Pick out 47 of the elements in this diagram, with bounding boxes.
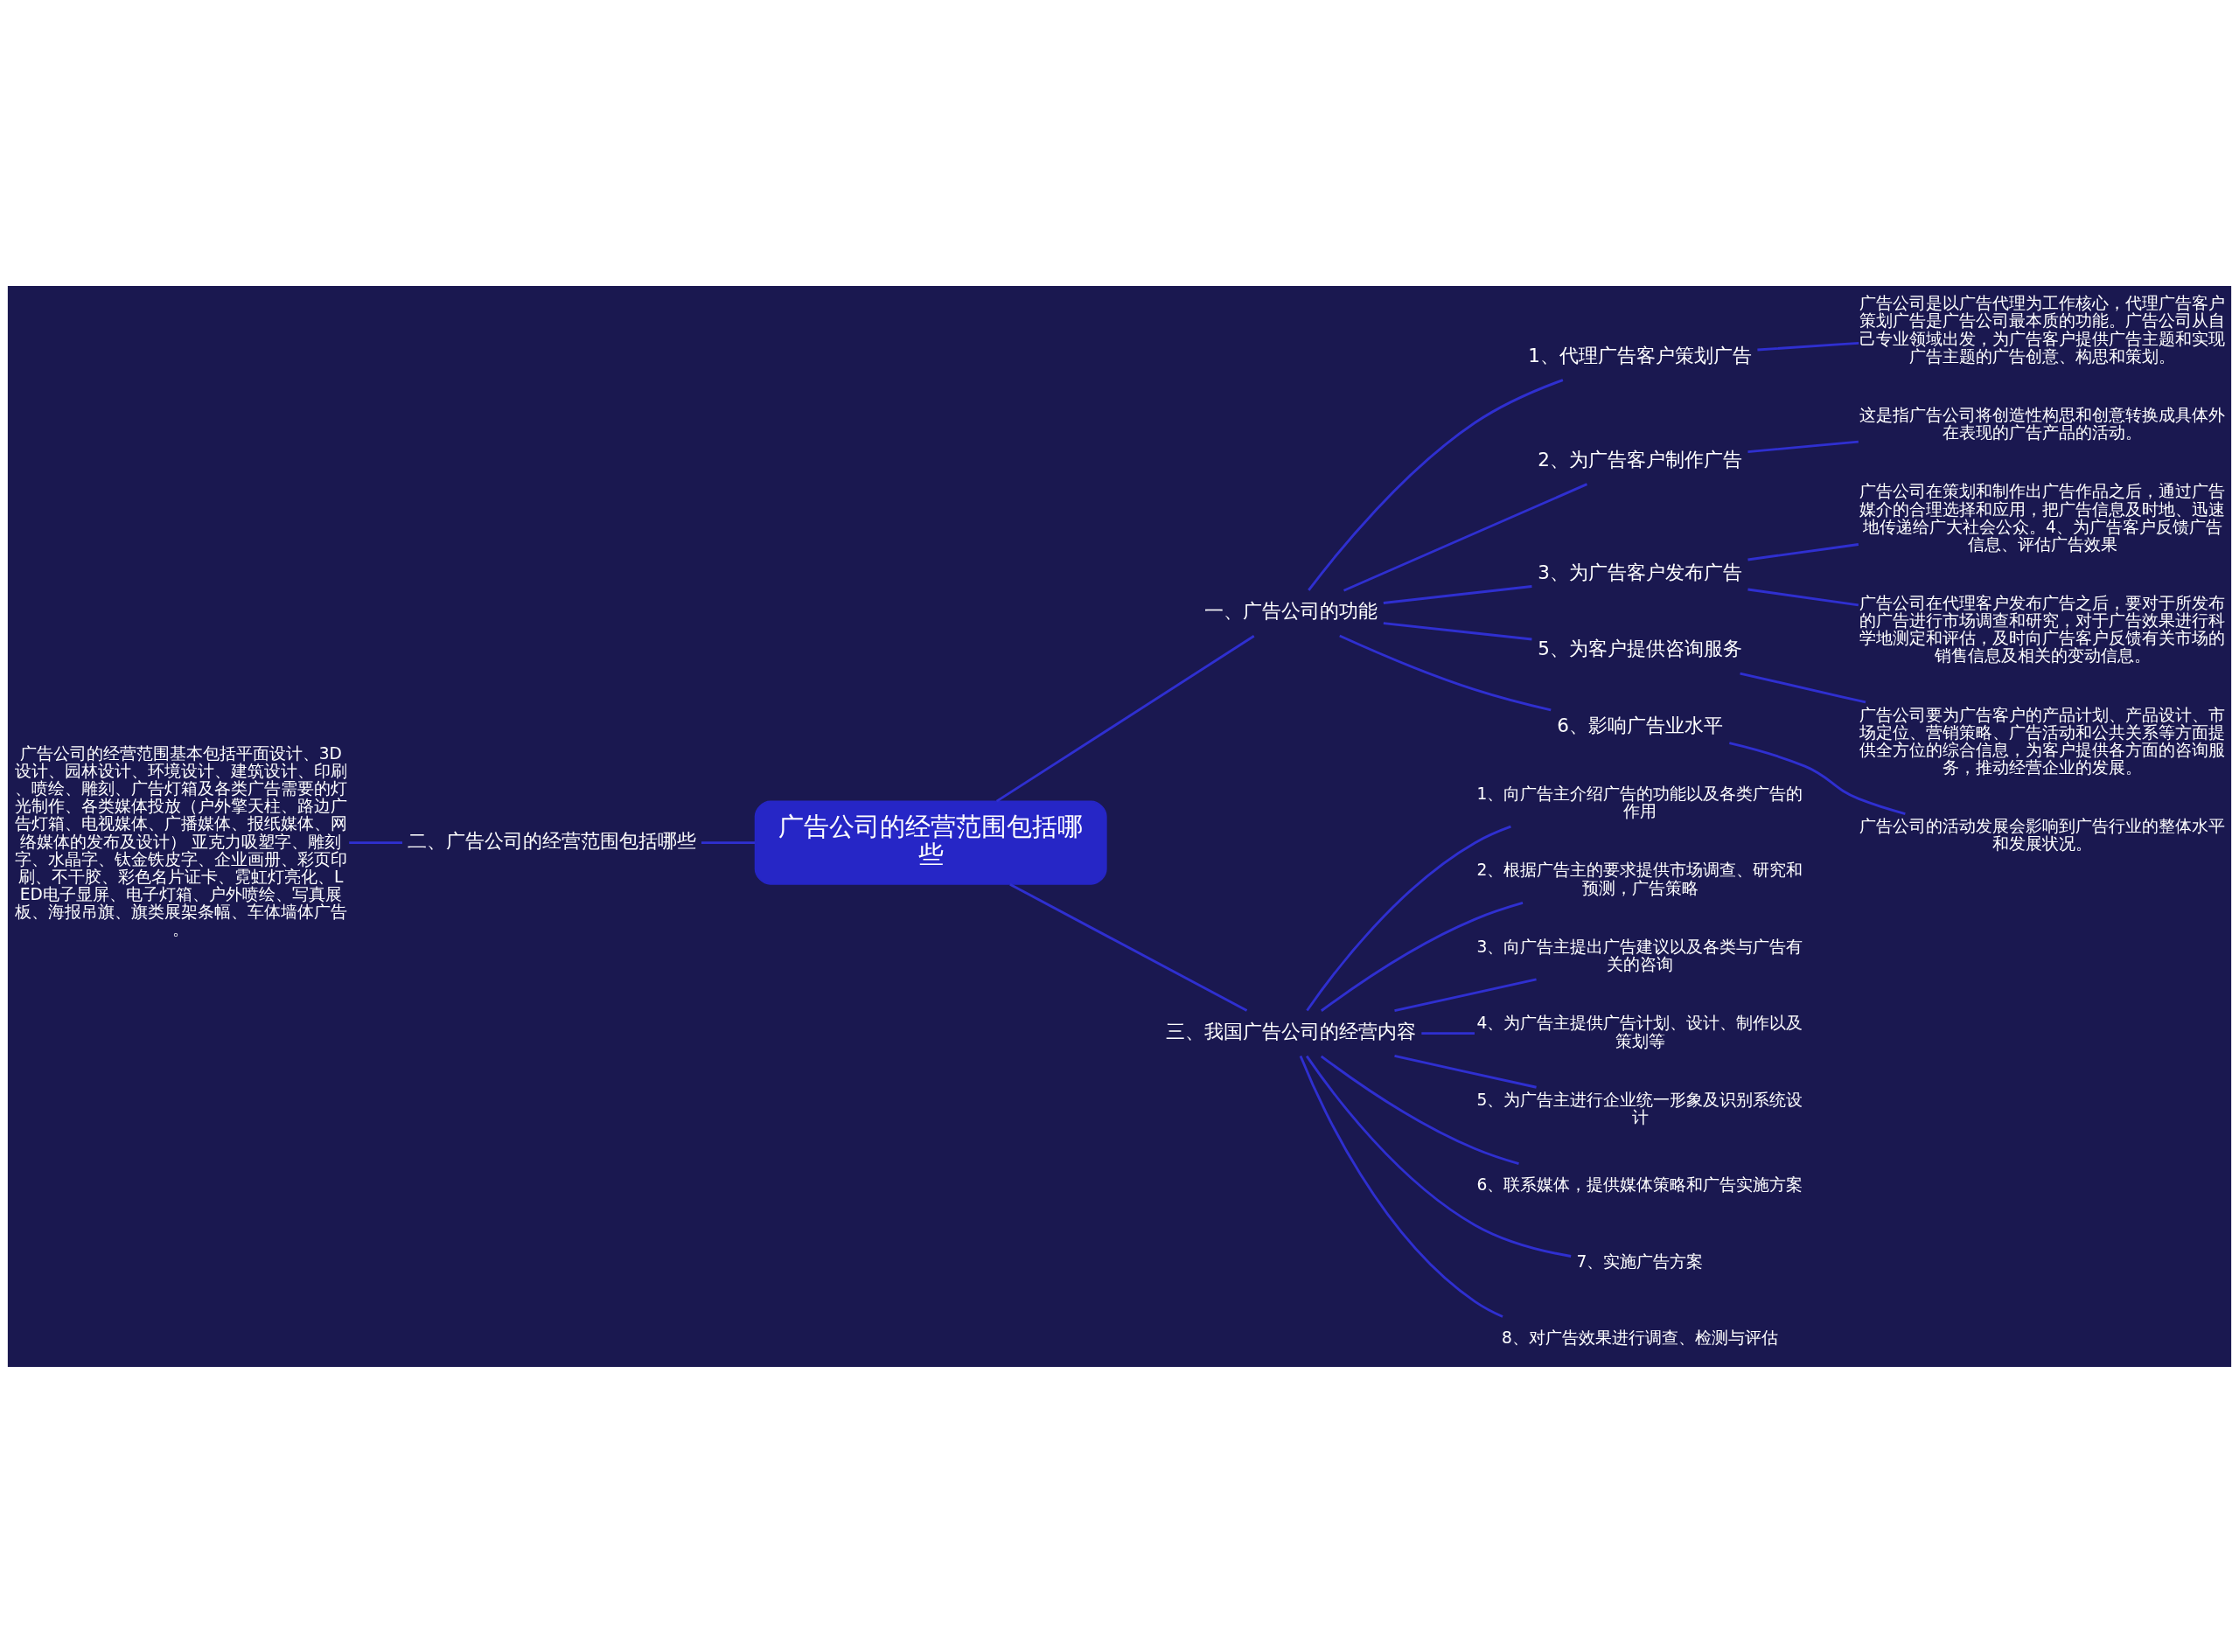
node-text: 三、我国广告公司的经营内容 bbox=[1165, 1020, 1416, 1042]
connector bbox=[1383, 584, 1532, 604]
node-text: 1、代理广告客户策划广告 bbox=[1528, 344, 1752, 366]
connector bbox=[701, 840, 756, 844]
node-text: 广告公司的活动发展会影响到广告行业的整体水平和发展状况。 bbox=[1859, 816, 2226, 853]
connector bbox=[1747, 440, 1859, 453]
connector bbox=[1343, 482, 1588, 592]
connector bbox=[1383, 621, 1532, 640]
connector bbox=[995, 634, 1255, 802]
node-text: 这是指广告公司将创造性构思和创意转换成具体外在表现的广告产品的活动。 bbox=[1859, 405, 2226, 442]
connector bbox=[1306, 825, 1511, 1011]
node-text: 2、为广告客户制作广告 bbox=[1538, 448, 1742, 471]
connector bbox=[1740, 672, 1866, 703]
node-box: 广告公司的经营范围包括哪些 bbox=[754, 800, 1107, 885]
connector bbox=[349, 840, 402, 844]
connector bbox=[1339, 634, 1552, 711]
node-text: 4、为广告主提供广告计划、设计、制作以及策划等 bbox=[1476, 1013, 1803, 1049]
connector bbox=[1394, 1054, 1537, 1089]
connector bbox=[1729, 741, 1906, 815]
node-text: 广告公司在策划和制作出广告作品之后，通过广告媒介的合理选择和应用，把广告信息及时地、迅速地传递给广大社会公众。4、为广告客户反馈广告信息、评估广告效果 bbox=[1859, 481, 2226, 554]
connector bbox=[1394, 978, 1537, 1012]
connector bbox=[1320, 1055, 1519, 1165]
connector bbox=[1757, 341, 1859, 351]
connector bbox=[1747, 588, 1859, 606]
connector bbox=[1747, 542, 1859, 561]
node-text: 3、向广告主提出广告建议以及各类与广告有关的咨询 bbox=[1476, 937, 1803, 973]
connector bbox=[1299, 1055, 1503, 1318]
node-text: 6、联系媒体，提供媒体策略和广告实施方案 bbox=[1476, 1175, 1803, 1194]
node-text: 一、广告公司的功能 bbox=[1203, 599, 1378, 622]
node-text: 广告公司要为广告客户的产品计划、产品设计、市场定位、营销策略、广告活动和公共关系等方面提供全方位的综合信息，为客户提供各方面的咨询服务，推动经营企业的发展。 bbox=[1859, 705, 2226, 777]
node-text: 5、为客户提供咨询服务 bbox=[1538, 637, 1742, 659]
connector bbox=[1321, 901, 1524, 1012]
connector bbox=[1305, 1055, 1572, 1258]
connector bbox=[1009, 882, 1248, 1012]
node-text: 广告公司的经营范围基本包括平面设计、3D设计、园林设计、环境设计、建筑设计、印刷、喷绘、雕刻、广告灯箱及各类广告需要的灯光制作、各类媒体投放（户外擎天柱、路边广告灯箱、电视媒体、广播媒体、报纸媒体、网络媒体的发布及设计） 亚克力吸塑字、雕刻字、水晶字、钛金铁皮字、企业画册、彩页印刷、不干胶、彩色名片证卡、霓虹灯亮化、LED电子显屏、电子灯箱、户外喷绘、写真展板、海报吊旗、旗类展架条幅、车体墙体广告。 bbox=[14, 743, 347, 938]
node-text: 3、为广告客户发布广告 bbox=[1538, 561, 1742, 583]
node-text: 2、根据广告主的要求提供市场调查、研究和预测，广告策略 bbox=[1476, 860, 1803, 897]
node-text: 二、广告公司的经营范围包括哪些 bbox=[408, 829, 697, 852]
node-text: 广告公司是以广告代理为工作核心，代理广告客户策划广告是广告公司最本质的功能。广告公司从自己专业领域出发，为广告客户提供广告主题和实现广告主题的广告创意、构思和策划。 bbox=[1859, 293, 2226, 366]
node-text: 6、影响广告业水平 bbox=[1557, 714, 1723, 736]
node-text: 5、为广告主进行企业统一形象及识别系统设计 bbox=[1476, 1090, 1803, 1126]
node-text: 广告公司在代理客户发布广告之后，要对于所发布的广告进行市场调查和研究，对于广告效果进行科学地测定和评估，及时向广告客户反馈有关市场的销售信息及相关的变动信息。 bbox=[1859, 593, 2226, 665]
node-text: 7、实施广告方案 bbox=[1576, 1251, 1704, 1271]
connector bbox=[1308, 378, 1564, 591]
node-text: 8、对广告效果进行调查、检测与评估 bbox=[1502, 1328, 1778, 1347]
connector bbox=[1421, 1031, 1475, 1035]
node-text: 1、向广告主介绍广告的功能以及各类广告的作用 bbox=[1476, 784, 1803, 820]
